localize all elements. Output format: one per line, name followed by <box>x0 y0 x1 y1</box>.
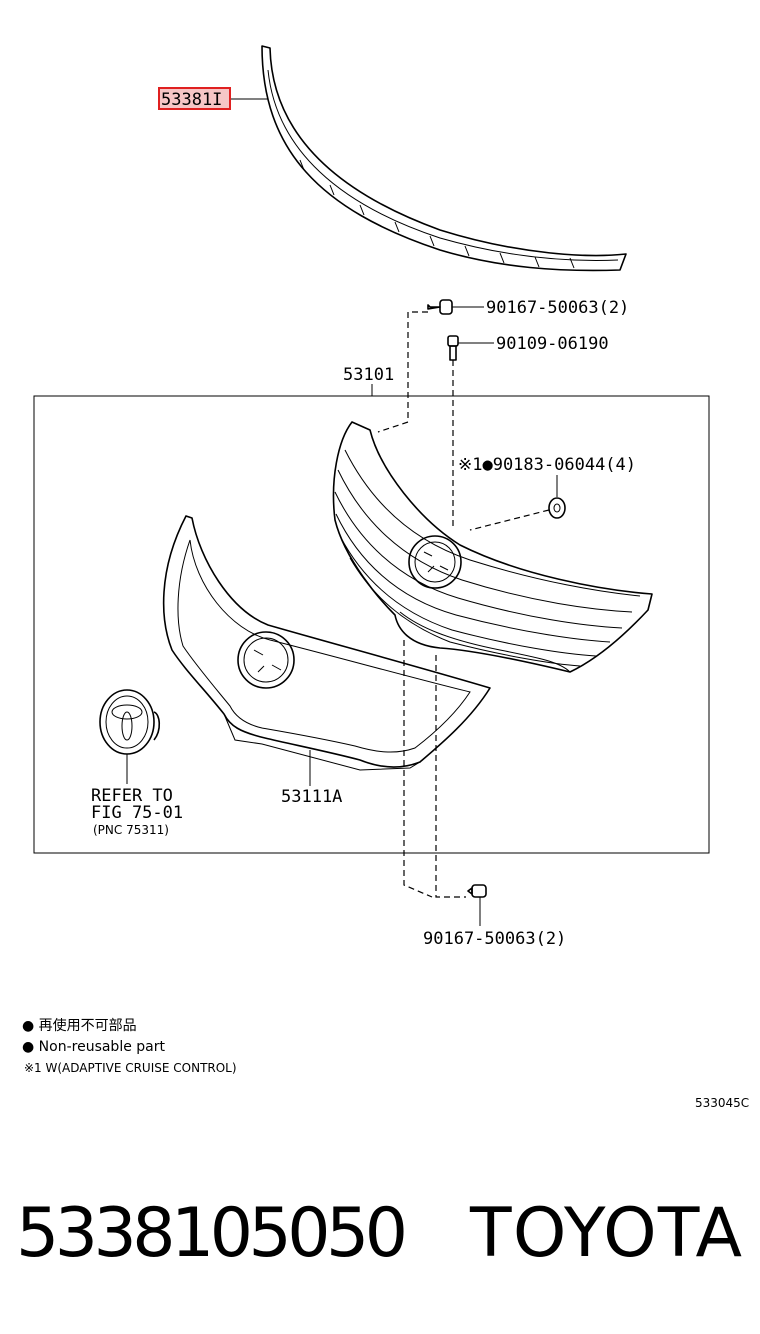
label-refer-line3: (PNC 75311) <box>93 823 169 837</box>
legend-note: ※1 W(ADAPTIVE CRUISE CONTROL) <box>24 1061 237 1075</box>
molding-label-highlight <box>158 87 231 110</box>
label-clip-top[interactable]: 90109-06190 <box>496 334 609 354</box>
footer-part-number: 5338105050 <box>16 1194 408 1273</box>
assembly-frame <box>33 395 710 854</box>
upper-molding[interactable] <box>261 45 627 272</box>
nut-icon <box>548 497 566 519</box>
clip-icon <box>447 335 459 361</box>
label-53381[interactable]: 53381I <box>161 90 222 110</box>
label-53111A[interactable]: 53111A <box>281 787 342 807</box>
label-nut[interactable]: ※1●90183-06044(4) <box>458 455 636 475</box>
guide-nut <box>469 509 550 531</box>
bolt-bottom-icon <box>467 884 487 898</box>
guide-lower-right <box>435 655 466 898</box>
label-53101[interactable]: 53101 <box>343 365 394 385</box>
rear-grille[interactable] <box>332 421 653 673</box>
label-refer-line1[interactable]: REFER TO <box>91 786 173 806</box>
legend-non-reusable: ● Non-reusable part <box>22 1039 165 1055</box>
legend-japanese: ● 再使用不可部品 <box>22 1017 137 1034</box>
figure-code: 533045C <box>695 1096 749 1110</box>
front-grille[interactable] <box>162 515 491 771</box>
guide-bolt-top <box>377 311 428 433</box>
toyota-emblem-icon[interactable] <box>99 689 161 755</box>
footer-brand: TOYOTA <box>469 1194 742 1273</box>
label-bolt-bottom[interactable]: 90167-50063(2) <box>423 929 566 949</box>
label-refer-line2[interactable]: FIG 75-01 <box>91 803 183 823</box>
bolt-icon <box>427 299 453 315</box>
label-bolt-top[interactable]: 90167-50063(2) <box>486 298 629 318</box>
guide-lower-left <box>403 640 433 898</box>
